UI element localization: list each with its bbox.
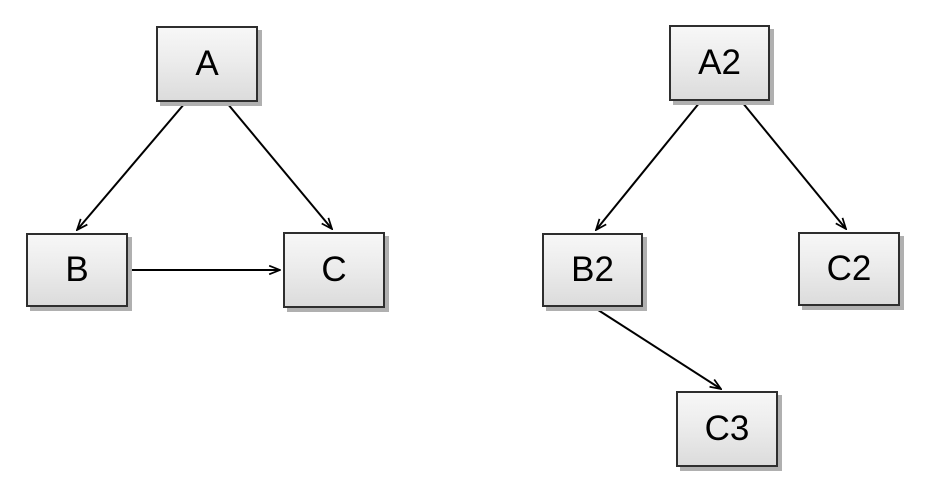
node-b2[interactable]: B2 bbox=[542, 233, 643, 307]
node-c[interactable]: C bbox=[283, 232, 385, 308]
node-label: A2 bbox=[698, 43, 741, 82]
edge-a-c[interactable] bbox=[226, 102, 332, 229]
node-label: A bbox=[195, 44, 219, 83]
node-c3[interactable]: C3 bbox=[676, 391, 778, 467]
edge-a2-b2[interactable] bbox=[596, 101, 701, 230]
edge-a-b[interactable] bbox=[77, 102, 186, 230]
node-label: C2 bbox=[826, 249, 872, 288]
node-c2[interactable]: C2 bbox=[798, 232, 900, 306]
node-b[interactable]: B bbox=[26, 233, 128, 307]
node-a2[interactable]: A2 bbox=[669, 25, 770, 101]
edge-a2-c2[interactable] bbox=[741, 101, 846, 229]
node-a[interactable]: A bbox=[156, 26, 258, 102]
node-label: B bbox=[65, 250, 89, 289]
node-label: B2 bbox=[571, 250, 614, 289]
node-label: C3 bbox=[704, 409, 750, 448]
node-label: C bbox=[321, 250, 347, 289]
edge-b2-c3[interactable] bbox=[594, 307, 721, 389]
